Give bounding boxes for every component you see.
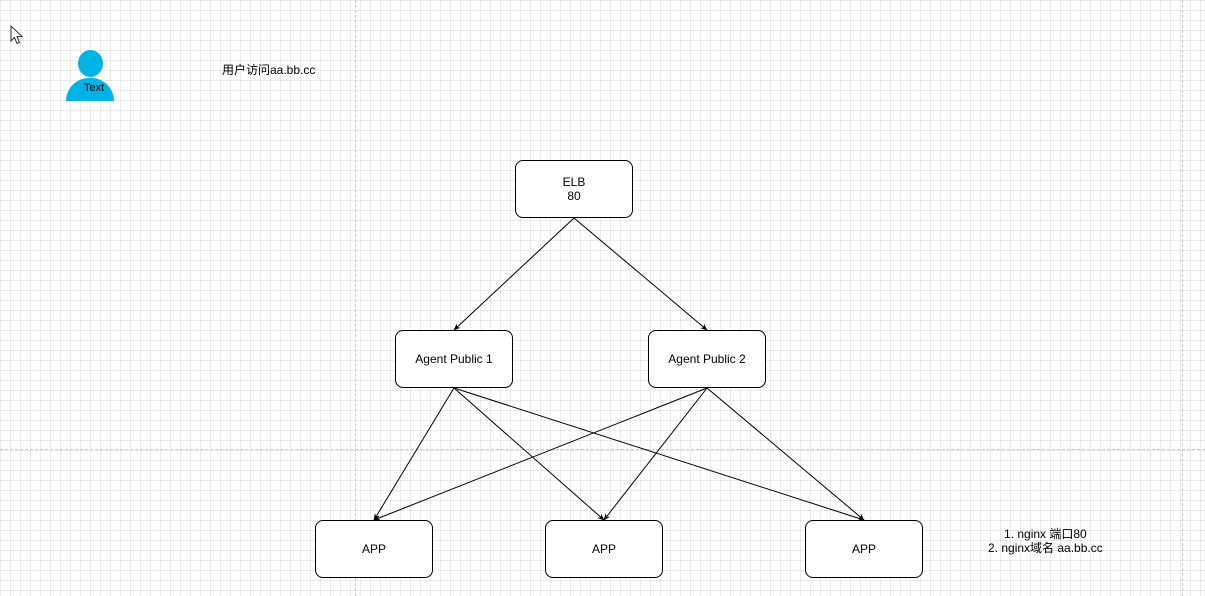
nginx-port-note: 1. nginx 端口80 xyxy=(1004,527,1087,541)
agent-public-2-label: Agent Public 2 xyxy=(668,352,746,366)
edge-elb-to-agent1[interactable] xyxy=(453,217,575,331)
edge-agent2-to-app1[interactable] xyxy=(373,387,708,521)
app-node-3[interactable]: APP xyxy=(805,520,923,578)
elb-node[interactable]: ELB 80 xyxy=(515,160,633,218)
edge-agent1-to-app1[interactable] xyxy=(373,387,455,521)
nginx-notes[interactable]: 1. nginx 端口80 2. nginx域名 aa.bb.cc xyxy=(988,527,1103,555)
agent-public-1-node[interactable]: Agent Public 1 xyxy=(395,330,513,388)
elb-port-label: 80 xyxy=(567,189,581,203)
edge-agent1-to-app2[interactable] xyxy=(453,387,605,521)
edge-elb-to-agent2[interactable] xyxy=(573,217,708,331)
agent-public-2-node[interactable]: Agent Public 2 xyxy=(648,330,766,388)
app-1-label: APP xyxy=(361,542,386,556)
user-actor-label: Text xyxy=(83,82,105,94)
user-actor[interactable]: Text xyxy=(65,50,115,102)
app-3-label: APP xyxy=(851,542,876,556)
mouse-pointer-icon xyxy=(10,25,24,45)
page-break-horizontal xyxy=(0,449,1205,450)
page-break-vertical-left xyxy=(355,0,356,596)
nginx-domain-note: 2. nginx域名 aa.bb.cc xyxy=(988,541,1103,555)
edge-agent1-to-app3[interactable] xyxy=(453,387,865,521)
user-head-icon xyxy=(78,50,103,77)
edge-agent2-to-app3[interactable] xyxy=(706,387,865,521)
user-body-icon xyxy=(66,78,114,101)
app-2-label: APP xyxy=(591,542,616,556)
app-node-2[interactable]: APP xyxy=(545,520,663,578)
app-node-1[interactable]: APP xyxy=(315,520,433,578)
page-break-vertical-right xyxy=(1182,0,1183,596)
edge-agent2-to-app2[interactable] xyxy=(603,387,708,521)
user-access-label[interactable]: 用户访问aa.bb.cc xyxy=(222,63,316,77)
agent-public-1-label: Agent Public 1 xyxy=(415,352,493,366)
elb-label: ELB xyxy=(562,175,586,189)
